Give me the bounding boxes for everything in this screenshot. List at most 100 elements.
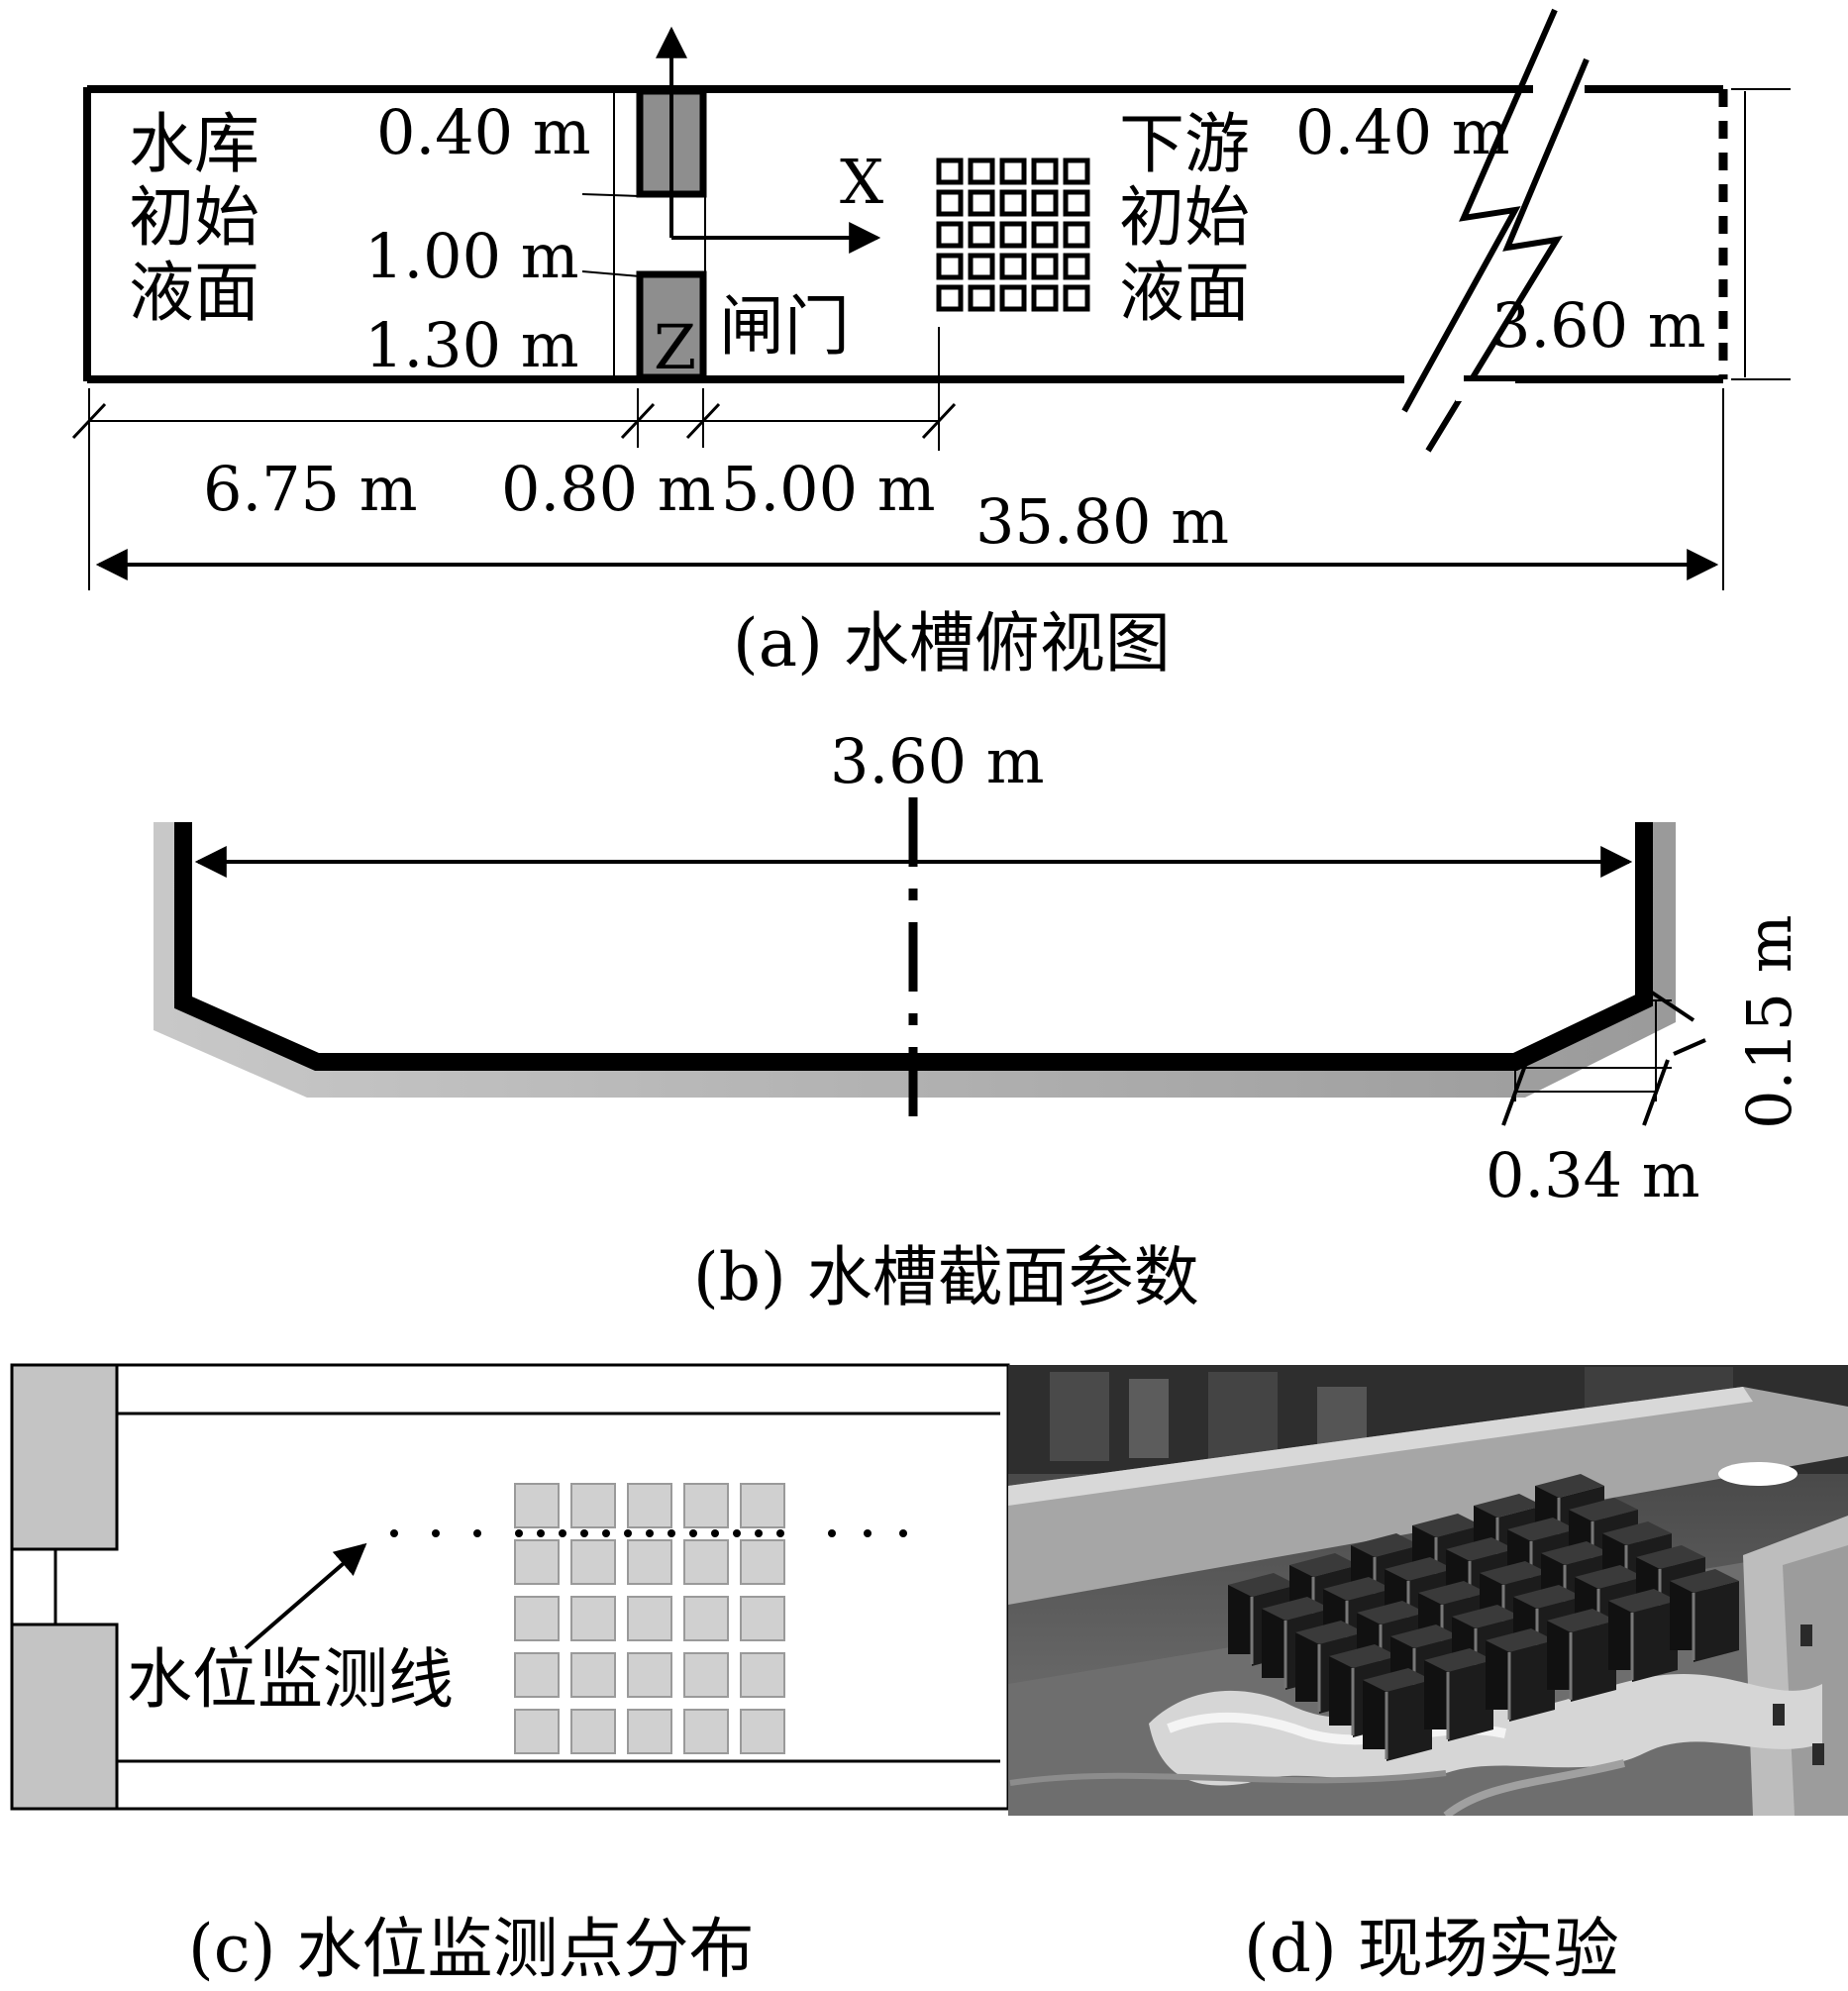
photo-block-side — [1448, 1660, 1493, 1741]
photo-block-top — [1357, 1601, 1426, 1624]
monitoring-point — [899, 1529, 907, 1537]
monitoring-point — [390, 1529, 398, 1537]
panel-c-monitoring-layout: 水位监测线 (c) 水位监测点分布 — [10, 1363, 1010, 1987]
photo-block-top — [1513, 1585, 1583, 1609]
gate-block-lower — [10, 1623, 119, 1811]
dim-right-offset: 0.40 m — [1295, 96, 1510, 168]
dim-total-length: 35.80 m — [975, 485, 1229, 558]
photo-block-face — [1329, 1656, 1353, 1726]
building-block-top — [968, 284, 995, 312]
photo-block-top — [1486, 1628, 1555, 1652]
dim-gate-thickness: 0.80 m — [501, 453, 716, 525]
building-block-top — [999, 253, 1027, 280]
building-array-c — [514, 1483, 785, 1754]
reservoir-label-line-3: 液面 — [129, 255, 259, 331]
photo-block-top — [1418, 1581, 1488, 1605]
length-dimensions: 6.75 m 0.80 m 5.00 m 35.80 m — [71, 388, 1724, 590]
gate-block-upper — [10, 1363, 119, 1551]
building-block — [740, 1539, 785, 1585]
gate-dimensions: 0.40 m 1.00 m 1.30 m — [364, 86, 641, 381]
building-block-top — [1063, 157, 1090, 185]
monitoring-point — [473, 1529, 481, 1537]
building-block-top — [936, 253, 964, 280]
photo-block-top — [1636, 1545, 1705, 1569]
building-block-top — [999, 221, 1027, 249]
photo-block-top — [1295, 1621, 1365, 1644]
building-block — [570, 1596, 616, 1641]
flume-outline — [83, 85, 1791, 383]
building-block — [740, 1652, 785, 1698]
building-array-top — [936, 157, 1090, 312]
monitoring-point — [515, 1529, 523, 1537]
experiment-photo — [1008, 1365, 1848, 1816]
building-block-top — [999, 189, 1027, 217]
building-block — [627, 1539, 672, 1585]
panel-a-top-view: X Z 0.40 m 1.00 m 1.30 m 水库 初始 液面 闸门 下游 … — [71, 8, 1791, 681]
caption-d: (d) 现场实验 — [1244, 1911, 1619, 1987]
building-block-top — [968, 253, 995, 280]
downstream-label-line-3: 液面 — [1119, 255, 1250, 331]
photo-block-top — [1480, 1561, 1549, 1585]
building-block — [514, 1539, 560, 1585]
photo-building-blocks — [1228, 1474, 1739, 1761]
dim-gate-to-array: 5.00 m — [721, 453, 936, 525]
photo-block-top — [1446, 1537, 1515, 1561]
building-block-top — [1031, 189, 1059, 217]
photo-block-face — [1295, 1632, 1319, 1702]
building-block — [683, 1539, 729, 1585]
monitoring-point — [432, 1529, 440, 1537]
panel-b-cross-section: 3.60 m 0.34 m 0.15 m (b) 水槽截面参数 — [154, 725, 1805, 1315]
photo-block-face — [1228, 1585, 1252, 1654]
photo-block-top — [1670, 1569, 1739, 1593]
building-block-top — [1031, 253, 1059, 280]
building-block-top — [936, 189, 964, 217]
monitoring-point — [559, 1529, 566, 1537]
building-block-top — [1063, 253, 1090, 280]
photo-block-top — [1329, 1644, 1398, 1668]
building-block-top — [968, 157, 995, 185]
photo-block-top — [1569, 1498, 1638, 1521]
building-block-top — [968, 189, 995, 217]
downstream-label-line-2: 初始 — [1119, 179, 1250, 256]
building-block-top — [1063, 221, 1090, 249]
building-block — [683, 1596, 729, 1641]
caption-b: (b) 水槽截面参数 — [693, 1239, 1199, 1315]
building-block — [740, 1483, 785, 1528]
photo-block-top — [1385, 1557, 1454, 1581]
photo-block-top — [1412, 1514, 1482, 1537]
axis-z-label: Z — [654, 311, 696, 383]
building-block-top — [1031, 284, 1059, 312]
photo-block-face — [1547, 1621, 1571, 1690]
photo-block-top — [1323, 1577, 1392, 1601]
photo-block-top — [1474, 1494, 1543, 1518]
photo-block-face — [1670, 1581, 1694, 1650]
dim-slope-height: 0.15 m — [1733, 914, 1805, 1129]
building-block — [683, 1709, 729, 1754]
monitoring-point — [689, 1529, 697, 1537]
building-block-top — [936, 284, 964, 312]
building-block — [514, 1652, 560, 1698]
photo-block-side — [1571, 1621, 1616, 1702]
monitoring-point — [776, 1529, 784, 1537]
building-block — [514, 1709, 560, 1754]
photo-block-top — [1452, 1605, 1521, 1628]
building-block-top — [1031, 157, 1059, 185]
dim-slope-width: 0.34 m — [1486, 1139, 1700, 1211]
photo-block-top — [1547, 1609, 1616, 1632]
monitoring-point — [580, 1529, 588, 1537]
dim-width-top: 3.60 m — [1491, 289, 1706, 362]
building-block — [683, 1652, 729, 1698]
photo-block-top — [1390, 1624, 1460, 1648]
monitoring-point — [733, 1529, 741, 1537]
reservoir-label-line-1: 水库 — [129, 106, 259, 182]
monitoring-points — [390, 1529, 907, 1537]
monitoring-point — [828, 1529, 836, 1537]
photo-block-face — [1424, 1660, 1448, 1729]
photo-block-top — [1262, 1597, 1331, 1621]
dim-gate-lower: 1.30 m — [364, 309, 579, 381]
building-block-top — [1031, 221, 1059, 249]
monitoring-point — [537, 1529, 545, 1537]
photo-block-face — [1486, 1640, 1509, 1710]
building-block-top — [999, 284, 1027, 312]
